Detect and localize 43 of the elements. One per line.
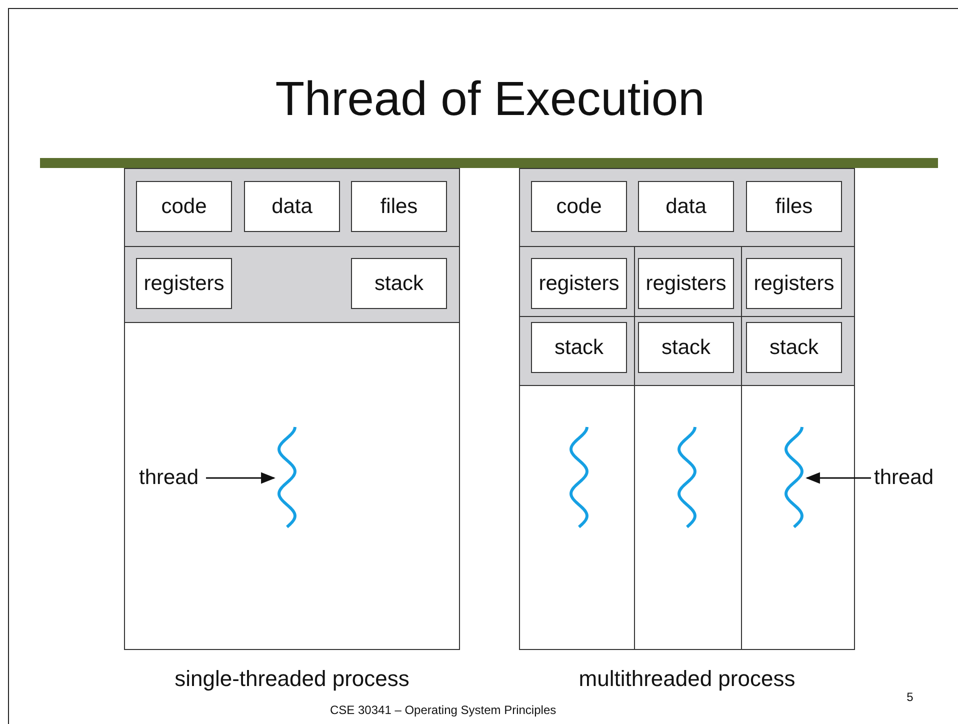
text-box: [531, 322, 627, 373]
text-box: [531, 258, 627, 309]
wavy-thread-line: [783, 424, 805, 530]
arrow: [806, 472, 871, 484]
text-box: [531, 181, 627, 232]
box-label: registers: [754, 272, 834, 296]
wavy-thread-line: [276, 424, 298, 530]
box-label: stack: [374, 272, 424, 296]
box-label: registers: [646, 272, 726, 296]
box-label: stack: [554, 336, 604, 360]
arrow: [206, 472, 276, 484]
text-box: [746, 322, 842, 373]
text-box: [638, 322, 734, 373]
text-box: [351, 181, 447, 232]
text-box: [244, 181, 340, 232]
box-label: code: [161, 194, 207, 218]
wavy-thread-line: [676, 424, 698, 530]
text-box: [638, 181, 734, 232]
page-number: 5: [906, 690, 914, 704]
box-label: data: [666, 194, 706, 218]
slide-title: Thread of Execution: [274, 72, 706, 127]
box-label: files: [380, 194, 418, 218]
text-box: [746, 258, 842, 309]
box-label: registers: [144, 272, 224, 296]
box-label: files: [775, 194, 813, 218]
text-box: [136, 181, 232, 232]
thread-label: thread: [874, 466, 934, 490]
wavy-thread-line: [568, 424, 590, 530]
box-label: data: [272, 194, 312, 218]
process-box: [124, 168, 460, 650]
box-label: stack: [769, 336, 818, 360]
process-box: [519, 168, 855, 650]
text-box: [351, 258, 447, 309]
process-label: single-threaded process: [174, 666, 410, 692]
footer-text: CSE 30341 – Operating System Principles: [330, 703, 558, 717]
box-label: code: [556, 194, 602, 218]
text-box: [746, 181, 842, 232]
process-label: multithreaded process: [578, 666, 796, 692]
text-box: [638, 258, 734, 309]
box-label: registers: [538, 272, 620, 296]
thread-label: thread: [139, 466, 199, 490]
text-box: [136, 258, 232, 309]
box-label: stack: [661, 336, 710, 360]
